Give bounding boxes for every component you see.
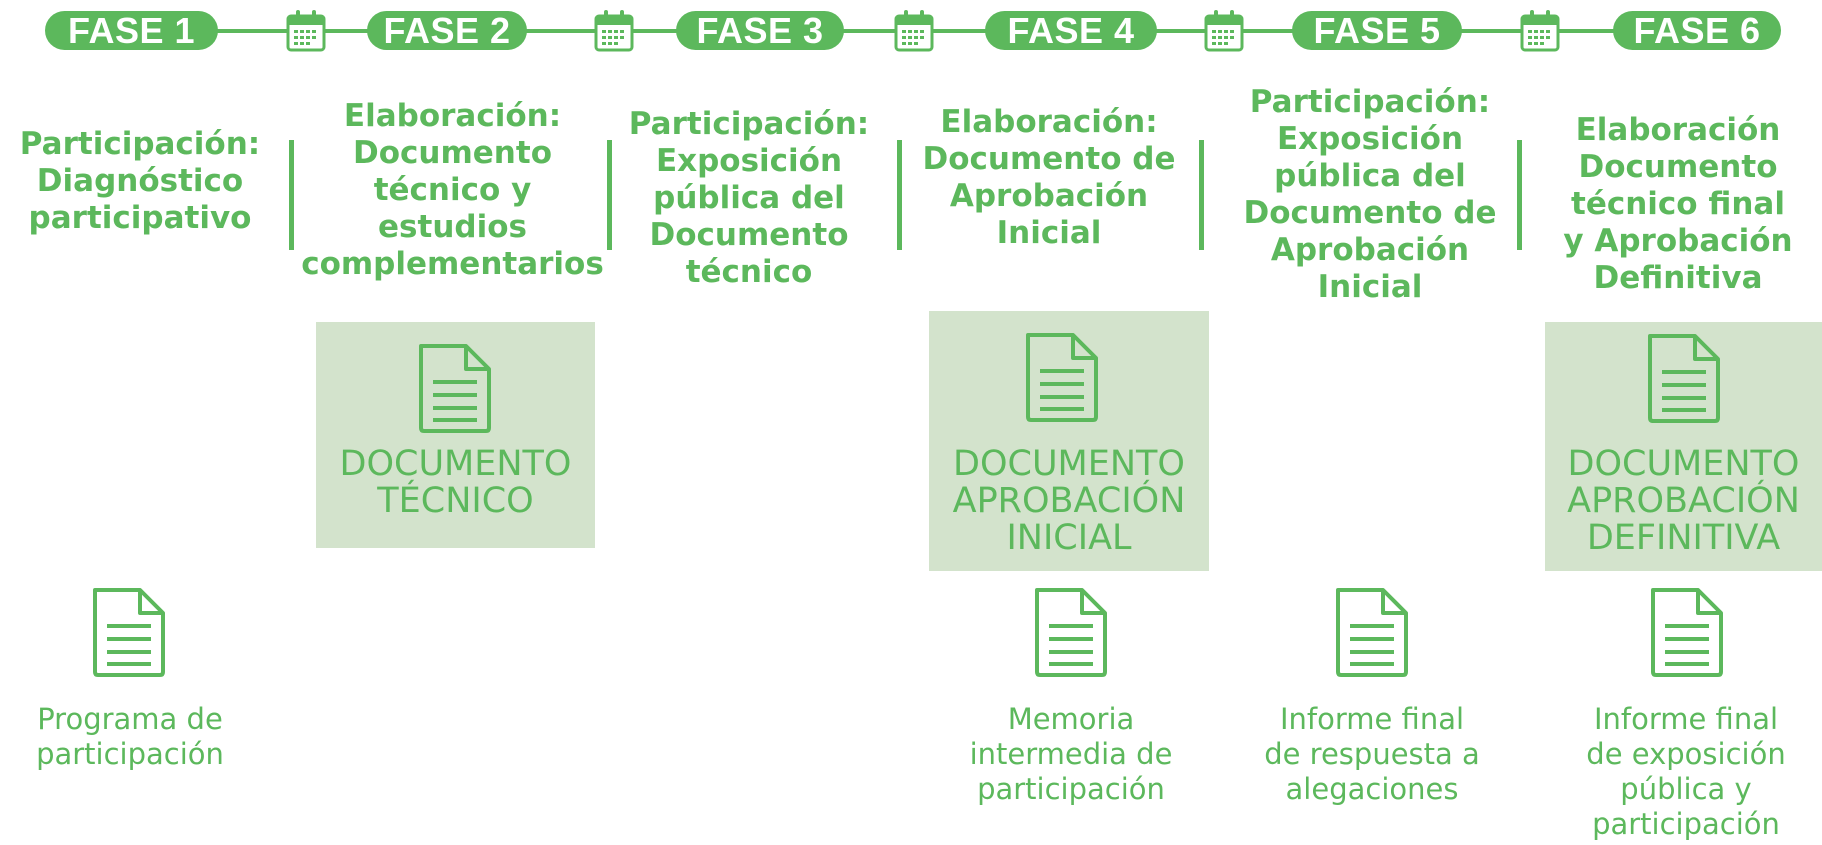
document-icon bbox=[1035, 588, 1107, 677]
label-line: pública y bbox=[1620, 772, 1752, 806]
phase-separator bbox=[607, 140, 612, 250]
calendar-icon bbox=[1520, 10, 1560, 52]
title-line: Participación: bbox=[19, 126, 261, 162]
label-line: Programa de bbox=[37, 702, 223, 736]
label-line: Memoria bbox=[1007, 702, 1135, 736]
title-line: Exposición bbox=[655, 143, 843, 179]
phase-2-title: Elaboración: Documento técnico y estudio… bbox=[290, 98, 615, 283]
title-line: Participación: bbox=[628, 106, 870, 142]
title-line: Documento de bbox=[1243, 195, 1497, 231]
label-line: Informe final bbox=[1593, 702, 1779, 736]
label-line: de respuesta a bbox=[1264, 737, 1480, 771]
document-icon bbox=[1648, 334, 1720, 423]
title-line: técnico bbox=[685, 254, 813, 290]
title-line: pública del bbox=[1274, 158, 1466, 194]
label-line: DOCUMENTO bbox=[339, 444, 572, 484]
label-line: de exposición bbox=[1586, 737, 1786, 771]
title-line: Aprobación bbox=[1270, 232, 1470, 268]
title-line: participativo bbox=[28, 200, 252, 236]
title-line: y Aprobación bbox=[1563, 223, 1793, 259]
title-line: Elaboración: bbox=[343, 98, 562, 134]
phase-1-pill: FASE 1 bbox=[45, 10, 218, 51]
title-line: Definitiva bbox=[1593, 260, 1763, 296]
label-line: participación bbox=[36, 737, 224, 771]
phase-1-title: Participación: Diagnóstico participativo bbox=[5, 126, 275, 237]
doc-box-aprobacion-inicial: DOCUMENTO APROBACIÓN INICIAL bbox=[929, 311, 1209, 571]
calendar-icon bbox=[1204, 10, 1244, 52]
label-line: participación bbox=[1592, 807, 1780, 841]
title-line: complementarios bbox=[301, 246, 604, 282]
title-line: técnico y bbox=[373, 172, 532, 208]
title-line: Documento bbox=[353, 135, 552, 171]
label-line: alegaciones bbox=[1285, 772, 1459, 806]
label-line: INICIAL bbox=[1006, 518, 1132, 558]
title-line: pública del bbox=[653, 180, 845, 216]
phase-2-pill: FASE 2 bbox=[367, 10, 527, 51]
label-line: Informe final bbox=[1279, 702, 1465, 736]
phase-4-pill: FASE 4 bbox=[985, 10, 1157, 51]
title-line: Inicial bbox=[996, 215, 1102, 251]
label-line: DOCUMENTO bbox=[953, 444, 1185, 484]
output-informe-exposicion: Informe final de exposición pública y pa… bbox=[1550, 702, 1822, 842]
doc-box-label: DOCUMENTO TÉCNICO bbox=[316, 446, 595, 520]
title-line: Documento bbox=[649, 217, 849, 253]
output-programa-participacion: Programa de participación bbox=[0, 702, 260, 772]
calendar-icon bbox=[594, 10, 634, 52]
title-line: Diagnóstico bbox=[36, 163, 244, 199]
output-memoria-intermedia: Memoria intermedia de participación bbox=[936, 702, 1206, 807]
phase-5-title: Participación: Exposición pública del Do… bbox=[1220, 84, 1520, 306]
phase-6-title: Elaboración Documento técnico final y Ap… bbox=[1538, 112, 1818, 297]
calendar-icon bbox=[894, 10, 934, 52]
document-icon bbox=[93, 588, 165, 677]
phase-separator bbox=[1517, 140, 1522, 250]
doc-box-aprobacion-definitiva: DOCUMENTO APROBACIÓN DEFINITIVA bbox=[1545, 322, 1822, 571]
title-line: estudios bbox=[378, 209, 527, 245]
title-line: Exposición bbox=[1276, 121, 1464, 157]
title-line: Inicial bbox=[1317, 269, 1423, 305]
calendar-icon bbox=[286, 10, 326, 52]
document-icon bbox=[1651, 588, 1723, 677]
label-line: intermedia de bbox=[969, 737, 1173, 771]
title-line: Aprobación bbox=[949, 178, 1149, 214]
phase-separator bbox=[289, 140, 294, 250]
label-line: DOCUMENTO bbox=[1567, 444, 1800, 484]
title-line: Elaboración: bbox=[940, 104, 1158, 140]
phase-5-pill: FASE 5 bbox=[1292, 10, 1462, 51]
phase-3-title: Participación: Exposición pública del Do… bbox=[618, 106, 880, 291]
phase-3-pill: FASE 3 bbox=[676, 10, 844, 51]
title-line: Documento bbox=[1578, 149, 1778, 185]
doc-box-label: DOCUMENTO APROBACIÓN INICIAL bbox=[929, 446, 1209, 557]
label-line: participación bbox=[977, 772, 1165, 806]
phase-separator bbox=[897, 140, 902, 250]
phase-4-title: Elaboración: Documento de Aprobación Ini… bbox=[900, 104, 1198, 252]
label-line: DEFINITIVA bbox=[1586, 518, 1781, 558]
label-line: APROBACIÓN bbox=[952, 481, 1186, 521]
title-line: Participación: bbox=[1249, 84, 1491, 120]
label-line: APROBACIÓN bbox=[1567, 481, 1800, 521]
phase-separator bbox=[1199, 140, 1204, 250]
document-icon bbox=[1336, 588, 1408, 677]
title-line: técnico final bbox=[1571, 186, 1785, 222]
doc-box-documento-tecnico: DOCUMENTO TÉCNICO bbox=[316, 322, 595, 548]
doc-box-label: DOCUMENTO APROBACIÓN DEFINITIVA bbox=[1545, 446, 1822, 557]
label-line: TÉCNICO bbox=[377, 481, 534, 521]
phase-6-pill: FASE 6 bbox=[1613, 10, 1781, 51]
output-informe-alegaciones: Informe final de respuesta a alegaciones bbox=[1232, 702, 1512, 807]
document-icon bbox=[1026, 333, 1098, 422]
title-line: Elaboración bbox=[1575, 112, 1781, 148]
document-icon bbox=[419, 344, 491, 433]
title-line: Documento de bbox=[922, 141, 1176, 177]
